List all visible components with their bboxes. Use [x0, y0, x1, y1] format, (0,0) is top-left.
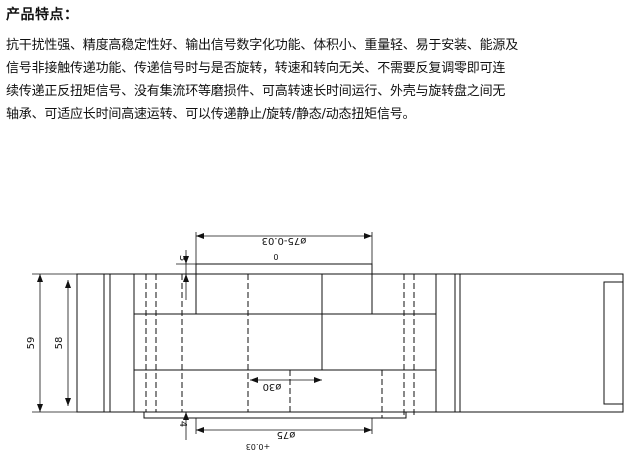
- dim-arrowhead: [183, 256, 189, 264]
- dim-label-top-step: 3: [177, 255, 188, 261]
- dim-label-top-diameter: ø75-0.03: [262, 235, 307, 246]
- dim-arrowhead: [37, 274, 43, 282]
- dim-arrowhead: [250, 377, 258, 383]
- product-features-heading: 产品特点：: [6, 7, 79, 23]
- dim-arrowhead: [65, 398, 71, 406]
- dim-arrowhead: [364, 233, 372, 239]
- dim-arrowhead: [183, 412, 189, 420]
- dim-label-height-outer: 59: [26, 337, 37, 350]
- right-end-face: [603, 281, 624, 405]
- dim-arrowhead: [196, 233, 204, 239]
- dim-label-top-tolerance: 0: [273, 252, 278, 261]
- product-features-description: 抗干扰性强、精度高稳定性好、输出信号数字化功能、体积小、重量轻、易于安装、能源及…: [6, 34, 628, 126]
- main-body: [133, 273, 437, 413]
- right-end-cap: [459, 273, 624, 413]
- left-shaft-connector: [109, 273, 135, 413]
- right-shaft-connector: [435, 273, 461, 413]
- dim-label-bore: ø30: [263, 381, 282, 392]
- description-line: 续传递正反扭矩信号、没有集流环等磨损件、可高转速长时间运行、外壳与旋转盘之间无: [6, 84, 506, 99]
- dim-arrowhead: [314, 377, 322, 383]
- dim-label-bottom-tolerance: +0.03: [246, 442, 271, 451]
- bottom-flange: [143, 411, 407, 419]
- dim-arrowhead: [364, 427, 372, 433]
- dim-label-height-inner: 58: [54, 337, 65, 350]
- dim-arrowhead: [196, 427, 204, 433]
- top-boss: [195, 263, 373, 275]
- dim-arrowhead: [37, 404, 43, 412]
- dim-arrowhead: [65, 280, 71, 288]
- left-end-cap: [76, 273, 111, 413]
- dim-label-bottom-diameter: ø75: [277, 429, 296, 440]
- dim-label-bottom-step: 4: [177, 421, 188, 427]
- dim-arrowhead: [183, 274, 189, 282]
- description-line: 抗干扰性强、精度高稳定性好、输出信号数字化功能、体积小、重量轻、易于安装、能源及: [6, 38, 519, 53]
- description-line: 轴承、可适应长时间高速运转、可以传递静止/旋转/静态/动态扭矩信号。: [6, 107, 416, 122]
- description-line: 信号非接触传递功能、传递信号时与是否旋转，转速和转向无关、不需要反复调零即可连: [6, 61, 506, 76]
